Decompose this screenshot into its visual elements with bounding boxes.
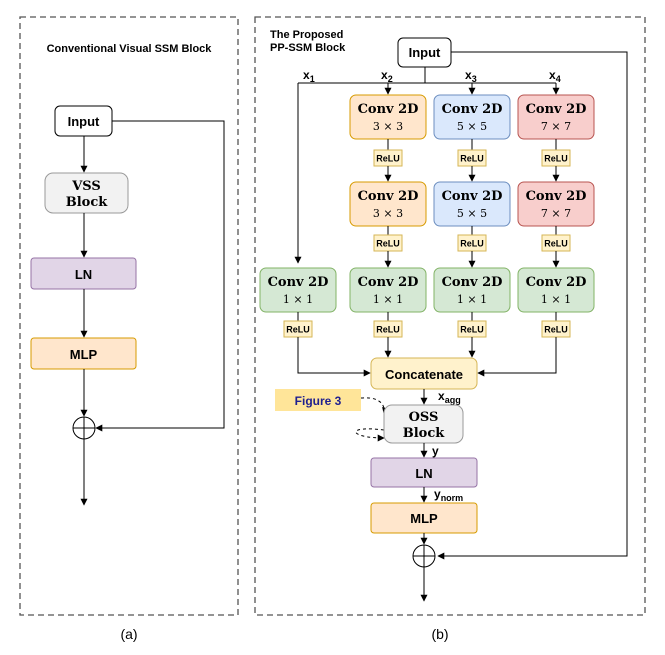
vss-label-line2: Block: [66, 195, 109, 210]
svg-text:x2: x2: [381, 68, 393, 84]
sum-node: [72, 416, 96, 440]
caption-b: (b): [431, 626, 448, 642]
conv-7x7-a-kernel: 7 × 7: [541, 120, 571, 133]
conv-5x5-a-label: Conv 2D: [442, 102, 503, 117]
figure-ref-box: [275, 389, 361, 411]
caption-a: (a): [120, 626, 137, 642]
concatenate-label: Concatenate: [385, 367, 463, 382]
conv-1x1-col1-label: Conv 2D: [268, 275, 329, 290]
svg-text:x3: x3: [465, 68, 477, 84]
label-xagg: xagg: [438, 389, 461, 405]
skip-connection-b: [437, 51, 628, 560]
oss-label-line1: OSS: [409, 410, 439, 425]
conv-5x5-a-kernel: 5 × 5: [457, 120, 487, 133]
conv-3x3-b-label: Conv 2D: [358, 189, 419, 204]
relu-final-col2-label: ReLU: [376, 325, 400, 335]
conv-1x1-col4-kernel: 1 × 1: [541, 293, 571, 306]
panel-b-title-line1: The Proposed: [270, 29, 343, 41]
relu-final-col3-label: ReLU: [460, 325, 484, 335]
mlp-label-b: MLP: [410, 511, 438, 526]
conv-3x3-a-label: Conv 2D: [358, 102, 419, 117]
ln-label-b: LN: [415, 466, 432, 481]
conv-3x3-b-kernel: 3 × 3: [373, 207, 403, 220]
conv-7x7-b-label: Conv 2D: [526, 189, 587, 204]
vss-block: [44, 172, 129, 214]
svg-text:xagg: xagg: [438, 389, 461, 405]
label-ynorm: ynorm: [434, 487, 463, 503]
figure-ref-label: Figure 3: [295, 394, 342, 408]
conv-1x1-col2-label: Conv 2D: [358, 275, 419, 290]
relu-5x5-a-label: ReLU: [460, 154, 484, 164]
panel-b-title-line2: PP-SSM Block: [270, 42, 346, 54]
relu-3x3-a-label: ReLU: [376, 154, 400, 164]
relu-3x3-b-label: ReLU: [376, 239, 400, 249]
conv-7x7-a-label: Conv 2D: [526, 102, 587, 117]
mlp-label: MLP: [70, 347, 98, 362]
panel-a-border: [19, 16, 239, 616]
vss-label-line1: VSS: [71, 179, 101, 194]
relu-5x5-b-label: ReLU: [460, 239, 484, 249]
conv-5x5-b-label: Conv 2D: [442, 189, 503, 204]
sum-node-b: [412, 544, 436, 568]
panel-a: Conventional Visual SSM Block Input VSS …: [19, 16, 239, 642]
svg-text:ynorm: ynorm: [434, 487, 463, 503]
svg-text:x4: x4: [549, 68, 561, 84]
arrow-col4-concat: [477, 337, 557, 377]
ln-label: LN: [75, 267, 92, 282]
conv-1x1-col4-label: Conv 2D: [526, 275, 587, 290]
label-y: y: [432, 444, 439, 458]
panel-b-border: [254, 16, 646, 616]
svg-text:x1: x1: [303, 68, 315, 84]
relu-7x7-a-label: ReLU: [544, 154, 568, 164]
input-label: Input: [68, 114, 100, 129]
arrow-col1-concat: [297, 337, 371, 377]
panel-b: The Proposed PP-SSM Block Input x1 x2 x3…: [254, 16, 646, 642]
relu-final-col4-label: ReLU: [544, 325, 568, 335]
figure-ref-arrow-loop: [355, 428, 385, 442]
label-x2: x2: [381, 68, 393, 84]
conv-1x1-col3-kernel: 1 × 1: [457, 293, 487, 306]
conv-7x7-b-kernel: 7 × 7: [541, 207, 571, 220]
label-x1: x1: [303, 68, 315, 84]
skip-connection: [95, 120, 225, 432]
oss-label-line2: Block: [403, 426, 446, 441]
figure-ref-arrow-in: [360, 397, 389, 415]
relu-7x7-b-label: ReLU: [544, 239, 568, 249]
label-x3: x3: [465, 68, 477, 84]
conv-3x3-a-kernel: 3 × 3: [373, 120, 403, 133]
conv-1x1-col1-kernel: 1 × 1: [283, 293, 313, 306]
label-x4: x4: [549, 68, 561, 84]
conv-5x5-b-kernel: 5 × 5: [457, 207, 487, 220]
conv-1x1-col2-kernel: 1 × 1: [373, 293, 403, 306]
conv-1x1-col3-label: Conv 2D: [442, 275, 503, 290]
input-label-b: Input: [409, 45, 441, 60]
panel-a-title: Conventional Visual SSM Block: [47, 43, 213, 55]
relu-final-col1-label: ReLU: [286, 325, 310, 335]
